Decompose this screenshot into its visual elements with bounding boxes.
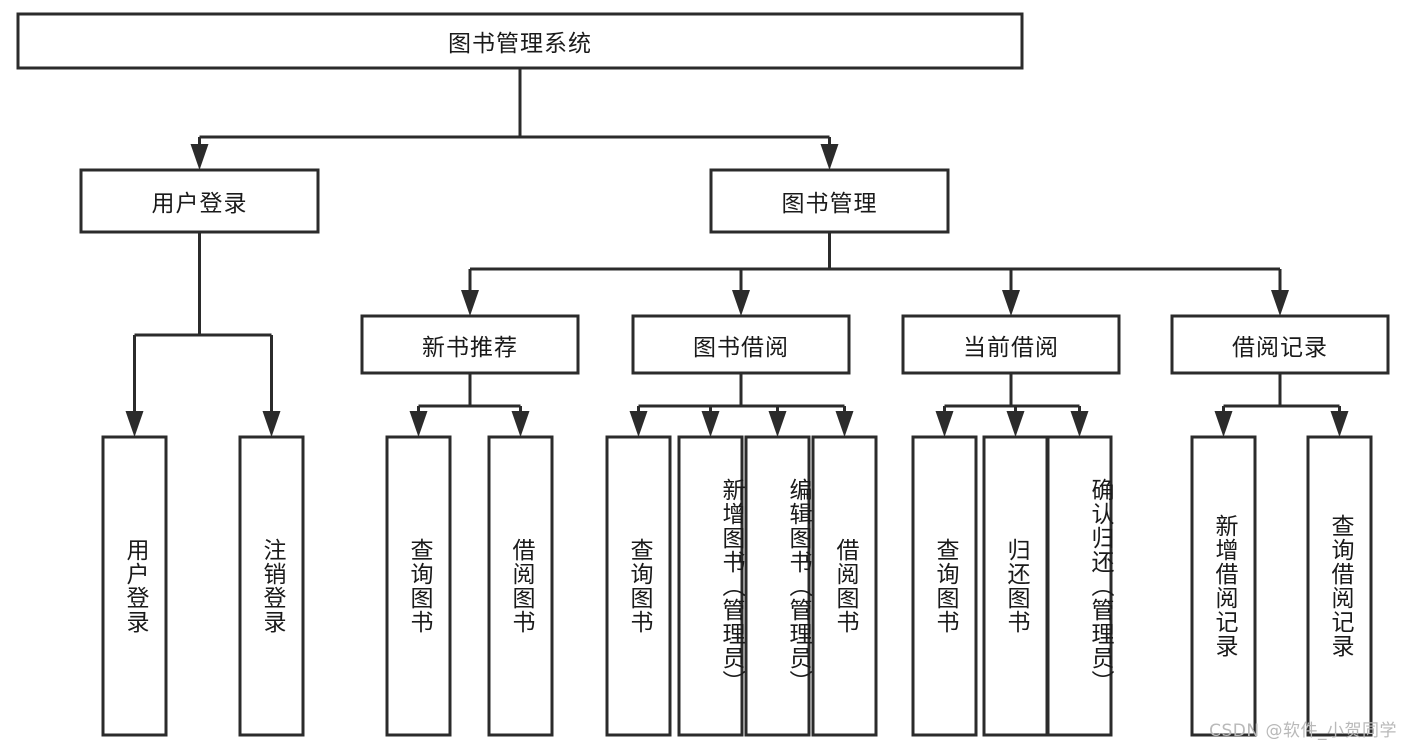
node-level3-box-1[interactable]	[631, 314, 851, 375]
node-level3-box-2[interactable]	[901, 314, 1121, 375]
node-leaf-box-0[interactable]	[101, 435, 168, 737]
arrow-leaf-8	[935, 411, 954, 437]
arrow-leaf-9	[1006, 411, 1025, 437]
node-level2-box-1[interactable]	[709, 168, 950, 234]
arrow-leaf-11	[1214, 411, 1233, 437]
node-leaf-box-1[interactable]	[238, 435, 305, 737]
node-leaf-box-5[interactable]	[677, 435, 744, 737]
node-leaf-box-12[interactable]	[1306, 435, 1373, 737]
arrow-leaf-3	[511, 411, 530, 437]
node-root-box[interactable]	[16, 12, 1024, 70]
arrow-leaf-5	[701, 411, 720, 437]
arrow-level3-3	[1271, 290, 1289, 316]
arrow-level3-2	[1002, 290, 1020, 316]
node-leaf-box-6[interactable]	[744, 435, 811, 737]
node-leaf-box-4[interactable]	[605, 435, 672, 737]
arrow-leaf-7	[835, 411, 854, 437]
arrow-level2-1	[820, 144, 839, 170]
arrow-leaf-10	[1070, 411, 1089, 437]
node-level2-box-0[interactable]	[79, 168, 320, 234]
arrow-leaf-0	[125, 411, 144, 437]
node-leaf-box-3[interactable]	[487, 435, 554, 737]
arrow-leaf-6	[768, 411, 787, 437]
arrow-leaf-12	[1330, 411, 1349, 437]
node-leaf-box-7[interactable]	[811, 435, 878, 737]
arrow-level3-0	[461, 290, 479, 316]
node-leaf-box-11[interactable]	[1190, 435, 1257, 737]
node-leaf-box-9[interactable]	[982, 435, 1049, 737]
node-leaf-box-10[interactable]	[1046, 435, 1113, 737]
arrow-level3-1	[732, 290, 750, 316]
arrow-leaf-4	[629, 411, 648, 437]
node-box-layer	[16, 12, 1390, 737]
node-level3-box-3[interactable]	[1170, 314, 1390, 375]
arrow-level2-0	[190, 144, 209, 170]
arrow-leaf-1	[262, 411, 281, 437]
arrow-leaf-2	[409, 411, 428, 437]
node-leaf-box-2[interactable]	[385, 435, 452, 737]
node-level3-box-0[interactable]	[360, 314, 580, 375]
node-leaf-box-8[interactable]	[911, 435, 978, 737]
connector-layer	[125, 68, 1349, 437]
